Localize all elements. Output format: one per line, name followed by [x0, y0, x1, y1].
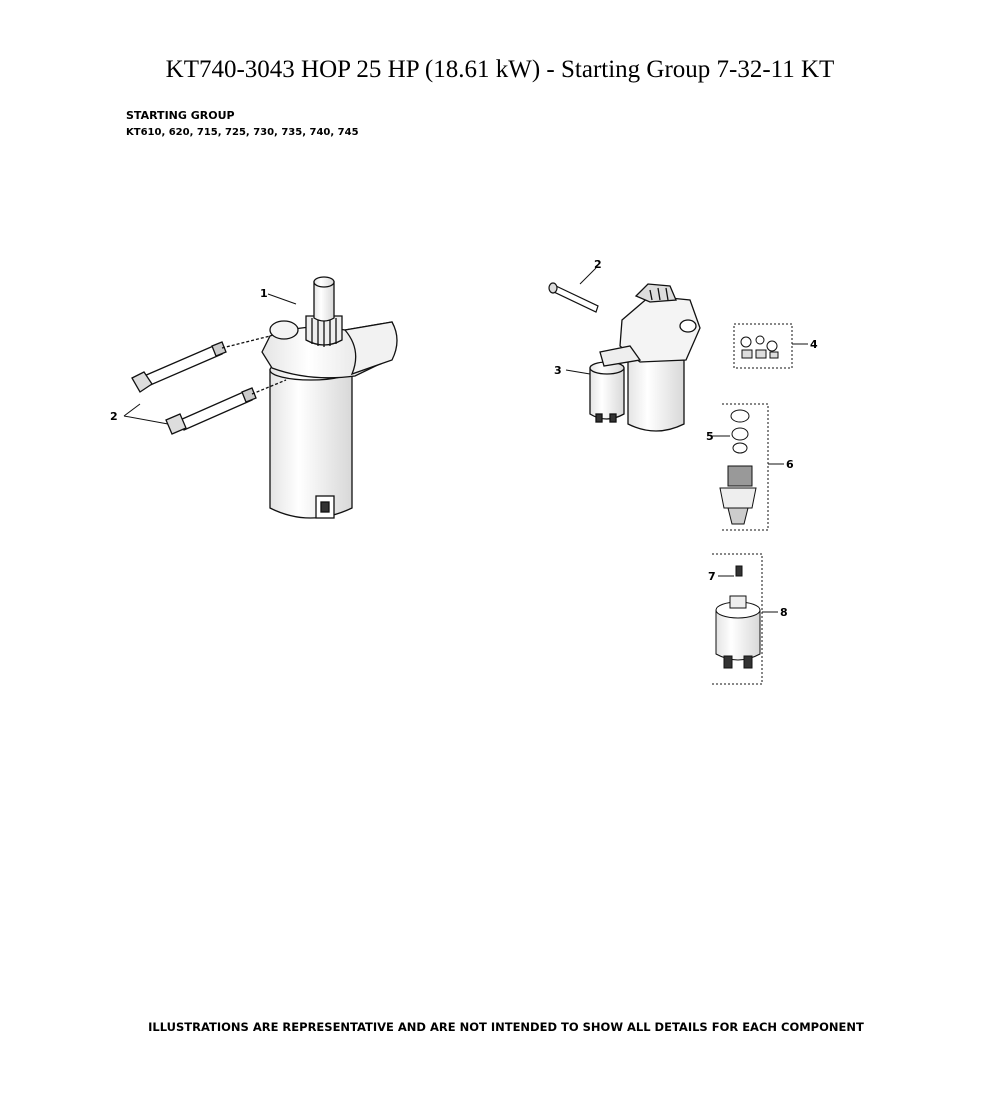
bolt-right: [548, 282, 599, 313]
callout-6: 6: [786, 458, 794, 471]
callout-1: 1: [260, 287, 268, 300]
callout-2-right: 2: [594, 258, 602, 271]
callout-5: 5: [706, 430, 714, 443]
solenoid-kit-8: [712, 553, 778, 685]
page-title: KT740-3043 HOP 25 HP (18.61 kW) - Starti…: [165, 56, 835, 83]
callout-4: 4: [810, 338, 818, 351]
callout-3: 3: [554, 364, 562, 377]
mounting-bolts-left: [131, 335, 287, 435]
starter-motor-right: [589, 283, 701, 432]
hardware-kit-4: [733, 323, 808, 369]
footer-note: ILLUSTRATIONS ARE REPRESENTATIVE AND ARE…: [148, 1020, 864, 1034]
drive-kit-6: [712, 403, 784, 531]
callout-8: 8: [780, 606, 788, 619]
section-model-list: KT610, 620, 715, 725, 730, 735, 740, 745: [126, 127, 359, 138]
callout-7: 7: [708, 570, 716, 583]
callout-2-left: 2: [110, 410, 118, 423]
starter-motor-left: [261, 276, 398, 519]
section-title: STARTING GROUP: [126, 109, 235, 122]
